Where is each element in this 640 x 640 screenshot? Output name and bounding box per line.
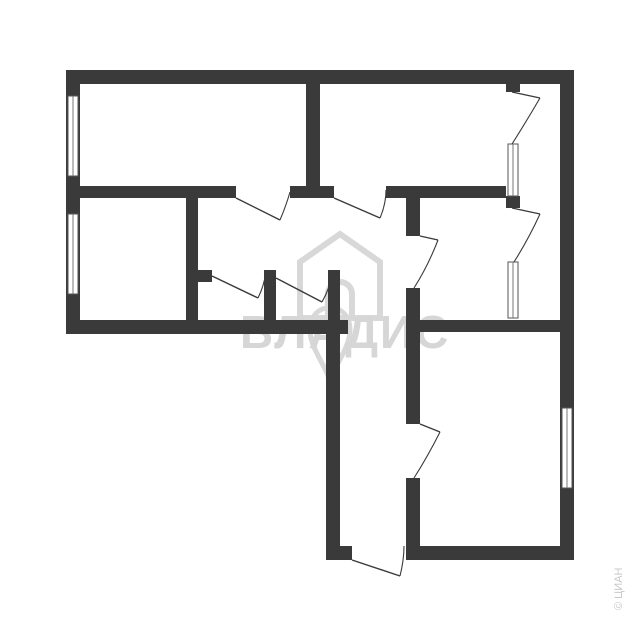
outer-wall-bottom-left (66, 320, 348, 334)
window-middle-bottom (507, 261, 519, 319)
door-right-room (413, 423, 441, 479)
corridor-wall-left (326, 320, 340, 560)
pin-icon (307, 305, 353, 386)
door-middle-right (511, 207, 541, 263)
door-kitchen (413, 235, 439, 289)
interior-walls (80, 84, 560, 560)
door-entrance (351, 545, 405, 577)
door-top-right (511, 91, 541, 145)
doors (211, 91, 541, 577)
door-bath (211, 271, 267, 299)
door-center (333, 189, 387, 219)
outer-wall-top (66, 70, 574, 84)
corridor-wall-bottom (326, 546, 352, 560)
window-right (561, 407, 573, 489)
door-left-room (235, 191, 291, 221)
outer-wall-bottom-right (406, 546, 574, 560)
window-left-bottom (67, 213, 79, 295)
windows (67, 95, 573, 489)
door-wc (275, 273, 333, 303)
window-left-top (67, 95, 79, 177)
window-middle-top (507, 143, 519, 197)
watermark-corner: © ЦИАН (613, 567, 625, 610)
